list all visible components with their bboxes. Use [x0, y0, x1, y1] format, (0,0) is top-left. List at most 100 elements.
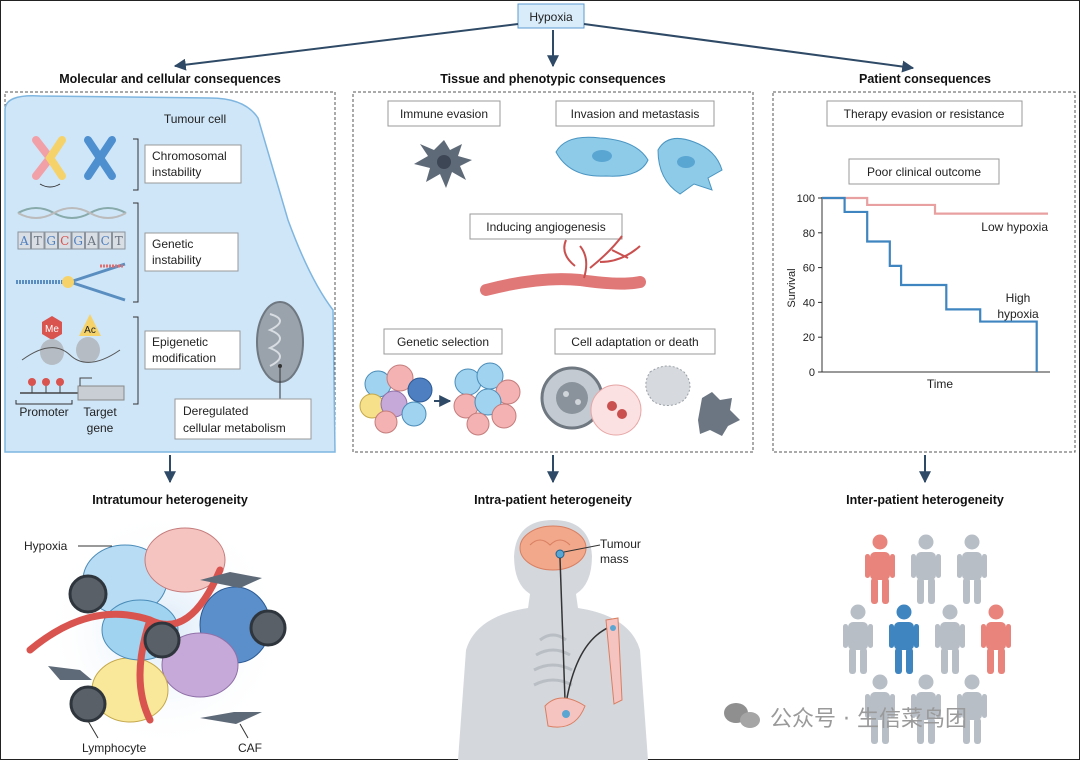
y-tick-label: 100 — [797, 193, 815, 205]
person-icon — [911, 534, 941, 604]
outcome-box — [848, 158, 1000, 185]
adaptation-box — [554, 328, 716, 355]
tumour-mass-line1: Tumour — [600, 537, 641, 551]
chromosomal-box — [144, 144, 242, 184]
genetic-selection-box — [383, 328, 503, 355]
invasion-label: Invasion and metastasis — [571, 107, 700, 121]
chromosomal-line1: Chromosomal — [152, 149, 227, 163]
hypoxia-label: Hypoxia — [24, 539, 68, 553]
person-icon — [865, 674, 895, 744]
replication-fork-icon — [16, 262, 126, 302]
caf-label: CAF — [238, 741, 262, 755]
epigenetic-line2: modification — [152, 351, 216, 365]
epigenetic-line1: Epigenetic — [152, 335, 208, 349]
dna-letter-box — [112, 231, 126, 250]
hypoxia-root: Hypoxia — [517, 3, 585, 29]
angiogenesis-box — [469, 213, 623, 240]
header-patient: Patient consequences — [859, 72, 991, 86]
cell-fate-icon — [540, 365, 740, 436]
chromosome-icon — [32, 136, 116, 188]
survival-chart: 0 20 40 60 80 100 Survival Time Low hypoxia H… — [786, 193, 1050, 391]
brain-icon — [519, 525, 587, 571]
cell-cluster-before-icon — [359, 364, 433, 434]
dna-letter: G — [46, 234, 56, 248]
patient-population — [843, 534, 1011, 744]
high-hypoxia-line2: hypoxia — [997, 307, 1039, 321]
genetic-line1: Genetic — [152, 237, 193, 251]
panel-tissue-border — [352, 91, 754, 453]
person-icon — [935, 604, 965, 674]
outcome-label: Poor clinical outcome — [867, 165, 981, 179]
epigenetic-box — [144, 330, 241, 370]
header-tissue: Tissue and phenotypic consequences — [440, 72, 666, 86]
dna-letter: T — [34, 234, 42, 248]
mitochondrion-icon — [256, 301, 304, 400]
person-icon — [843, 604, 873, 674]
tumour-mass-dot — [555, 549, 565, 559]
adaptation-label: Cell adaptation or death — [571, 335, 698, 349]
person-icon — [865, 534, 895, 604]
arrow-to-patient — [583, 23, 915, 73]
human-body-illustration: Tumour mass — [458, 520, 648, 760]
header-intrapatient: Intra-patient heterogeneity — [474, 493, 632, 507]
watermark: 公众号 · 生信菜鸟团 — [724, 703, 967, 732]
dna-letter-box — [98, 231, 112, 250]
person-icon — [889, 604, 919, 674]
immune-cell-icon — [414, 140, 472, 188]
low-hypoxia-line — [822, 196, 1048, 215]
tumour-cell-label: Tumour cell — [164, 112, 226, 126]
dna-letter-box — [71, 231, 85, 250]
y-tick-label: 40 — [803, 297, 815, 309]
y-axis-label: Survival — [786, 268, 798, 307]
lymphocyte-label: Lymphocyte — [82, 741, 147, 755]
dna-letter: G — [73, 234, 83, 248]
promoter-label: Promoter — [19, 405, 68, 419]
panel-patient: Therapy evasion or resistance Poor clini… — [772, 91, 1076, 453]
person-icon — [957, 674, 987, 744]
watermark-text: 公众号 · 生信菜鸟团 — [770, 707, 967, 732]
immune-evasion-label: Immune evasion — [400, 107, 488, 121]
immune-evasion-box — [387, 100, 501, 127]
dna-letter: C — [60, 234, 69, 248]
invasive-cell-icon — [555, 136, 723, 195]
high-hypoxia-line1: High — [1006, 291, 1031, 305]
wechat-icon — [724, 703, 760, 728]
tumour-mass-line2: mass — [600, 552, 629, 566]
cell-cluster-after-icon — [453, 362, 521, 436]
dna-letter-box — [44, 231, 58, 250]
tumour-illustration: Hypoxia Lymphocyte CAF — [24, 510, 287, 755]
dna-letter-box — [17, 231, 31, 250]
nucleosome-icon: Me Ac — [21, 314, 121, 365]
genetic-line2: instability — [152, 253, 201, 267]
metabolism-box — [174, 398, 312, 440]
y-tick-label: 80 — [803, 228, 815, 240]
target-line2: gene — [87, 421, 114, 435]
metabolism-line1: Deregulated — [183, 404, 248, 418]
dna-letter-box — [31, 231, 45, 250]
genetic-box — [144, 232, 239, 272]
y-tick-label: 60 — [803, 263, 815, 275]
person-icon — [957, 534, 987, 604]
dna-letter: C — [101, 234, 110, 248]
x-axis-label: Time — [927, 377, 954, 391]
y-tick-label: 20 — [803, 332, 815, 344]
dna-helix-icon — [17, 207, 127, 219]
therapy-box — [826, 100, 1023, 127]
survival-series — [822, 196, 1048, 372]
ac-tag: Ac — [84, 325, 96, 336]
arrow-to-molecular — [173, 23, 519, 71]
person-icon — [981, 604, 1011, 674]
panel-patient-border — [772, 91, 1076, 453]
angiogenesis-label: Inducing angiogenesis — [486, 220, 605, 234]
header-intratumour: Intratumour heterogeneity — [92, 493, 248, 507]
high-hypoxia-line — [822, 196, 1038, 372]
low-hypoxia-label: Low hypoxia — [981, 220, 1048, 234]
bracket-chromosomal — [133, 138, 139, 191]
y-tick-label: 0 — [809, 367, 815, 379]
person-icon — [911, 674, 941, 744]
dna-letter: A — [19, 234, 29, 248]
therapy-label: Therapy evasion or resistance — [844, 107, 1005, 121]
dna-letter: T — [115, 234, 123, 248]
metabolism-line2: cellular metabolism — [183, 421, 286, 435]
